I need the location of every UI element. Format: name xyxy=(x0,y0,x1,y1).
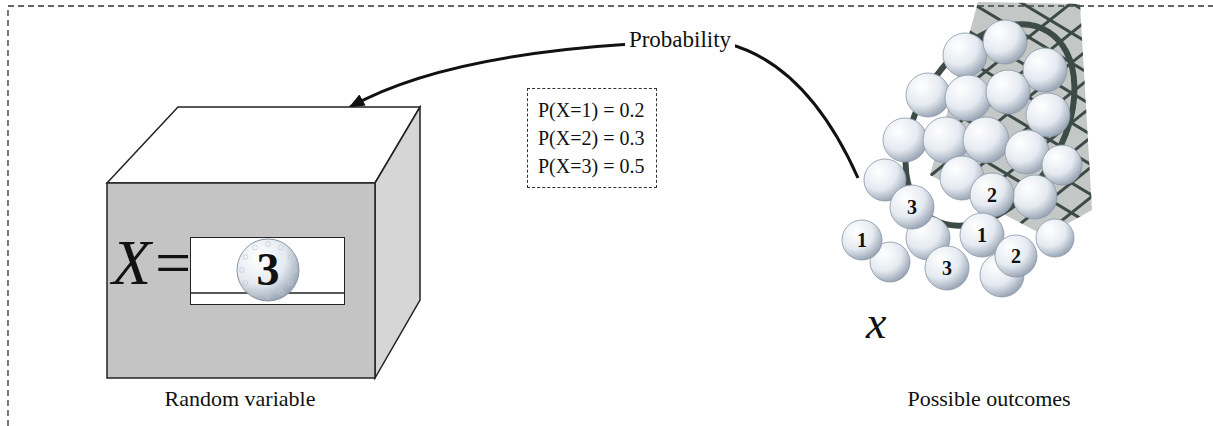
ball-number: 2 xyxy=(987,184,997,206)
probability-line: P(X=2) = 0.3 xyxy=(538,124,644,152)
probability-line: P(X=1) = 0.2 xyxy=(538,96,644,124)
probability-line: P(X=3) = 0.5 xyxy=(538,152,644,180)
ball-number: 3 xyxy=(907,196,917,218)
node-caption: Random variable xyxy=(165,387,316,411)
ball-number: 1 xyxy=(857,229,867,251)
outcome-symbol: x xyxy=(866,298,886,349)
outcome-window: 3 xyxy=(190,237,345,305)
random-variable-box: X= Random variable 3 xyxy=(100,105,430,418)
outcomes-basket: xPossible outcomes xyxy=(858,20,1120,418)
node-caption: Possible outcomes xyxy=(907,387,1070,411)
ball-number: 1 xyxy=(977,224,987,246)
dashed-frame xyxy=(8,6,1213,426)
basket-rim xyxy=(871,0,1110,256)
ball-number: 2 xyxy=(1011,245,1021,267)
ball-number: 3 xyxy=(257,245,280,296)
probability-box: P(X=1) = 0.2P(X=2) = 0.3P(X=3) = 0.5 xyxy=(527,88,657,188)
edge-label: Probability xyxy=(625,27,735,52)
ball-number: 3 xyxy=(942,257,952,279)
variable-symbol: X= xyxy=(112,228,194,298)
golf-balls xyxy=(842,20,1082,297)
